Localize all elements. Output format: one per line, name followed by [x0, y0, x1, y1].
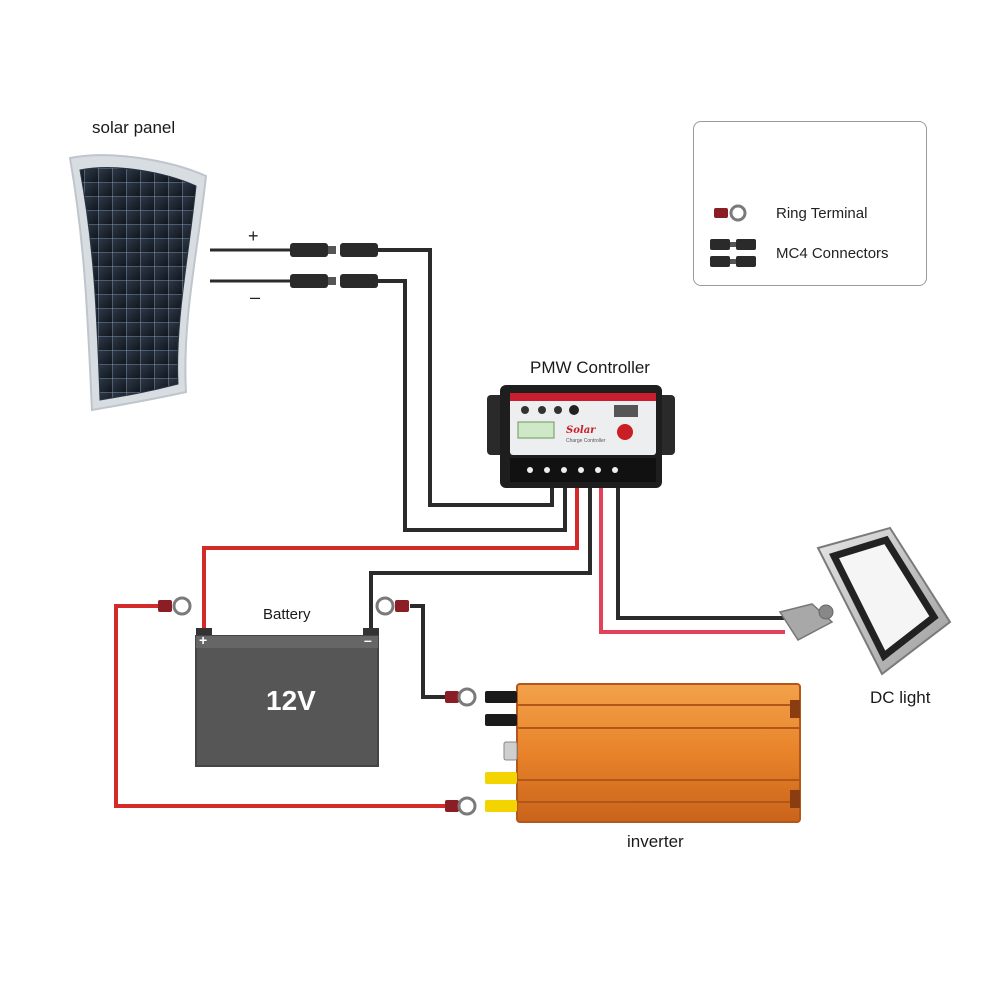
ring-terminal: [445, 687, 477, 707]
battery-negative-sign: –: [364, 632, 372, 648]
positive-sign: +: [248, 226, 259, 246]
wire-battery-positive: [202, 470, 579, 628]
mc4-connector-positive: [210, 243, 378, 257]
negative-sign: –: [250, 287, 261, 307]
charge-controller: [487, 385, 675, 488]
wire-light-positive: [599, 470, 785, 634]
dc-light-label: DC light: [870, 688, 931, 707]
ring-terminal-icon: [714, 204, 747, 222]
wire-light-negative: [616, 470, 785, 620]
battery-voltage: 12V: [266, 685, 316, 716]
inverter: [485, 683, 801, 823]
controller-label: PMW Controller: [530, 358, 650, 377]
solar-panel-label: solar panel: [92, 118, 176, 137]
legend-mc4-text: MC4 Connectors: [776, 244, 889, 262]
legend-item-ring-terminal: Ring Terminal: [712, 204, 867, 222]
wire-inverter-negative: [410, 604, 445, 699]
controller-subtitle: Charge Controller: [566, 438, 606, 444]
battery: [195, 628, 379, 767]
battery-positive-sign: +: [199, 632, 208, 648]
wire-panel-negative: [378, 279, 567, 532]
battery-label: Battery: [263, 606, 311, 623]
mc4-connector-icon: [710, 239, 756, 267]
inverter-label: inverter: [627, 832, 684, 851]
legend-item-mc4: MC4 Connectors: [708, 236, 889, 270]
ring-terminal: [375, 596, 409, 616]
wire-panel-positive: [378, 248, 554, 507]
legend-ring-terminal-text: Ring Terminal: [776, 204, 868, 222]
wire-inverter-positive: [114, 604, 445, 808]
mc4-connector-negative: [210, 274, 378, 288]
legend: Ring Terminal MC4 Connectors: [693, 121, 927, 286]
ring-terminal: [445, 796, 477, 816]
wire-battery-negative: [369, 470, 592, 628]
solar-panel: [68, 154, 208, 412]
dc-light: [778, 526, 952, 676]
controller-brand: Solar: [566, 425, 596, 436]
ring-terminal: [158, 596, 192, 616]
